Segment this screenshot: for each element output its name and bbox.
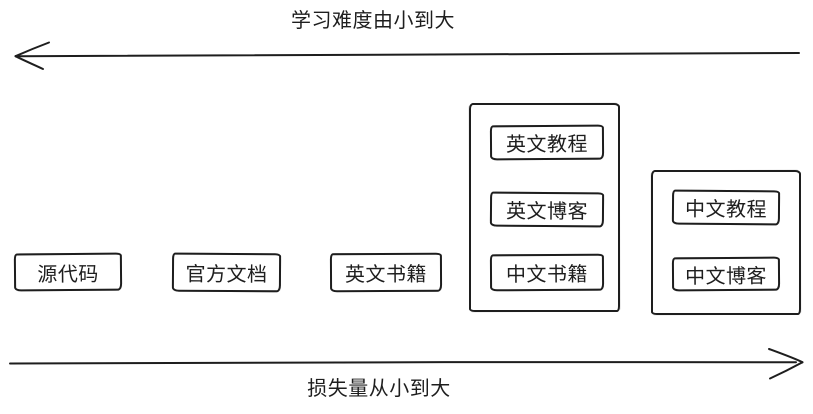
box-chinese-blogs-label: 中文博客 <box>684 265 768 288</box>
box-official-docs: 官方文档 <box>171 252 282 293</box>
box-official-docs-label: 官方文档 <box>185 263 268 287</box>
box-source-code-label: 源代码 <box>37 263 99 286</box>
box-english-books: 英文书籍 <box>329 252 443 293</box>
box-chinese-blogs: 中文博客 <box>671 256 781 292</box>
box-english-blogs-label: 英文博客 <box>505 200 589 224</box>
box-chinese-tutorials: 中文教程 <box>671 189 781 226</box>
box-english-tutorials-label: 英文教程 <box>505 133 589 157</box>
box-chinese-books-label: 中文书籍 <box>505 263 589 287</box>
top-arrow-left <box>14 41 800 70</box>
box-chinese-tutorials-label: 中文教程 <box>684 198 768 222</box>
bottom-arrow-right <box>9 348 804 380</box>
box-english-tutorials: 英文教程 <box>489 124 605 161</box>
bottom-axis-label: 损失量从小到大 <box>307 378 451 400</box>
top-axis-label: 学习难度由小到大 <box>291 10 455 32</box>
group-box-chinese-tutorials-blogs: 中文教程 中文博客 <box>651 170 801 315</box>
box-chinese-books: 中文书籍 <box>489 253 605 292</box>
box-english-books-label: 英文书籍 <box>344 263 428 287</box>
box-english-blogs: 英文博客 <box>489 191 605 228</box>
box-source-code: 源代码 <box>13 252 123 292</box>
group-box-tutorials-blogs-books: 英文教程 英文博客 中文书籍 <box>469 103 620 312</box>
